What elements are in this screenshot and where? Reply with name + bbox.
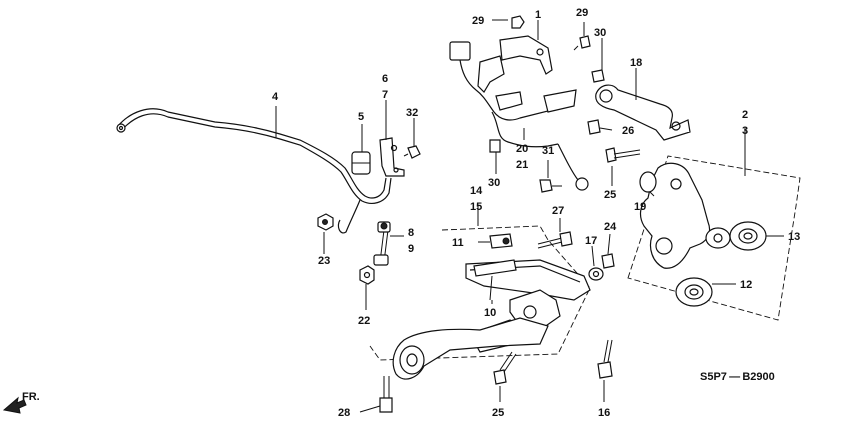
callout-4: 4 [272,91,279,103]
callout-14: 14 [470,185,483,197]
callout-1: 1 [535,9,541,21]
flange-bolt-32 [403,145,421,159]
bolt-26 [587,119,601,135]
stabilizer-holder [379,137,405,177]
bolt-31 [539,179,562,193]
callout-29-left: 29 [472,15,484,27]
callout-31: 31 [542,145,554,157]
bolt-25-lower [493,351,517,385]
callout-32: 32 [406,107,418,119]
callout-30-top: 30 [594,27,606,39]
compliance-bushing-12 [675,277,713,307]
callout-2: 2 [742,109,748,121]
knuckle-bushing-19 [639,171,657,193]
callout-15: 15 [470,201,482,213]
front-label: FR. [22,391,40,403]
callout-21: 21 [516,159,528,171]
stabilizer-link [373,221,391,266]
adjuster-10 [473,259,517,301]
front-direction-indicator: FR. [2,391,40,414]
compliance-bushing-13 [729,221,767,251]
abs-sensor-harness [449,41,589,191]
callout-16: 16 [598,407,610,419]
callout-13: 13 [788,231,800,243]
nut-23 [317,213,334,231]
callout-17: 17 [585,235,597,247]
callout-25-upper: 25 [604,189,616,201]
callout-12: 12 [740,279,752,291]
trailing-arm [392,317,549,380]
callout-30-middle: 30 [488,177,500,189]
callout-5: 5 [358,111,364,123]
stabilizer-bushing [351,151,371,175]
bolt-29-right [573,35,591,51]
bolt-30-middle [489,139,501,153]
callout-24: 24 [604,221,617,233]
callout-22: 22 [358,315,370,327]
callout-7: 7 [382,89,388,101]
bolt-25-upper [605,147,641,163]
nut-17 [588,267,604,281]
callout-3: 3 [742,125,748,137]
bolt-27 [537,231,573,249]
callout-28: 28 [338,407,350,419]
callout-27: 27 [552,205,564,217]
callout-10: 10 [484,307,496,319]
callout-18: 18 [630,57,642,69]
bolt-16 [597,339,613,379]
upper-arm-18 [595,84,691,141]
callout-9: 9 [408,243,414,255]
sensor-bracket-1 [499,35,553,75]
callout-26: 26 [622,125,634,137]
callout-labels: 1 2 3 4 5 6 7 8 9 10 11 12 13 14 15 16 1… [272,7,800,419]
callout-6: 6 [382,73,388,85]
bolt-11 [489,233,513,249]
leader-lines [275,19,784,413]
diagram-code: S5P7 — B2900 [700,371,775,383]
nut-22 [359,265,375,285]
nut-24 [601,253,615,269]
callout-29-right: 29 [576,7,588,19]
callout-11: 11 [452,237,464,249]
callout-25-lower: 25 [492,407,504,419]
callout-23: 23 [318,255,330,267]
callout-20: 20 [516,143,528,155]
stabilizer-bar [116,108,392,234]
bolt-29-left [511,15,525,29]
bolt-30-top [591,69,605,83]
callout-8: 8 [408,227,414,239]
bolt-28 [379,376,393,413]
callout-19: 19 [634,201,646,213]
rear-knuckle [639,162,731,269]
